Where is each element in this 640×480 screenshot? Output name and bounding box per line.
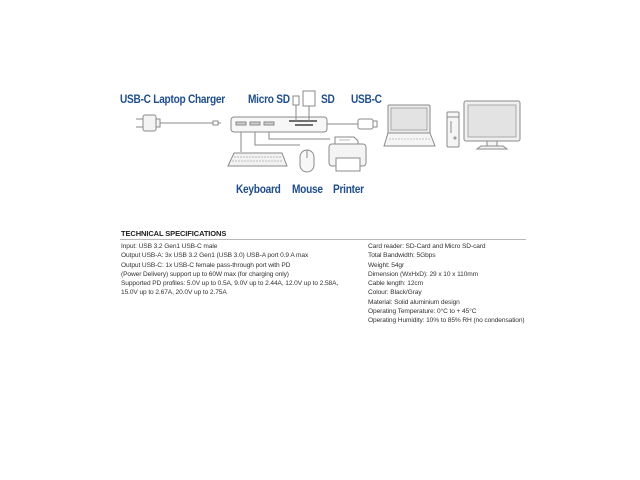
label-mouse: Mouse <box>292 184 323 196</box>
usb-hub-icon <box>230 116 328 133</box>
keyboard-icon <box>227 152 288 167</box>
spec-line: Operating Humidity: 10% to 85% RH (no co… <box>368 317 525 325</box>
spec-line: Dimension (WxHxD): 29 x 10 x 110mm <box>368 270 479 278</box>
micro-sd-card-icon <box>292 95 300 121</box>
label-printer: Printer <box>333 184 364 196</box>
usb-c-connector-icon <box>327 118 378 130</box>
spec-line: (Power Delivery) support up to 60W max (… <box>121 270 289 278</box>
spec-line: Colour: Black/Gray <box>368 289 422 297</box>
spec-line: Output USB-A: 3x USB 3.2 Gen1 (USB 3.0) … <box>121 252 309 260</box>
label-keyboard: Keyboard <box>236 184 281 196</box>
sd-card-icon <box>302 90 316 121</box>
mouse-icon <box>299 149 315 173</box>
spec-line: Output USB-C: 1x USB-C female pass-throu… <box>121 261 291 269</box>
label-usb-c: USB-C <box>351 94 382 106</box>
printer-icon <box>328 136 367 172</box>
spec-line: Supported PD profiles: 5.0V up to 0.5A, … <box>121 280 339 288</box>
spec-line: Card reader: SD-Card and Micro SD-card <box>368 243 486 250</box>
spec-line: Input: USB 3.2 Gen1 USB-C male <box>121 243 218 250</box>
specs-divider <box>120 239 526 240</box>
desktop-tower-icon <box>446 111 460 148</box>
label-micro-sd: Micro SD <box>248 94 290 106</box>
label-sd: SD <box>321 94 335 106</box>
power-plug-icon <box>136 114 221 132</box>
label-usb-c-laptop-charger: USB-C Laptop Charger <box>120 94 225 106</box>
spec-line: Operating Temperature: 0°C to + 45°C <box>368 308 477 316</box>
specs-right-column: Card reader: SD-Card and Micro SD-card T… <box>368 242 525 326</box>
specs-heading: TECHNICAL SPECIFICATIONS <box>121 229 227 238</box>
spec-line: 15.0V up to 2.67A, 20.0V up to 2.75A <box>121 289 227 297</box>
spec-line: Total Bandwidth: 5Gbps <box>368 252 436 260</box>
monitor-icon <box>463 100 521 150</box>
specs-left-column: Input: USB 3.2 Gen1 USB-C male Output US… <box>121 242 338 298</box>
spec-line: Cable length: 12cm <box>368 280 424 288</box>
laptop-icon <box>383 104 436 147</box>
spec-line: Weight: 54gr <box>368 261 405 269</box>
spec-line: Material: Solid aluminium design <box>368 298 460 306</box>
